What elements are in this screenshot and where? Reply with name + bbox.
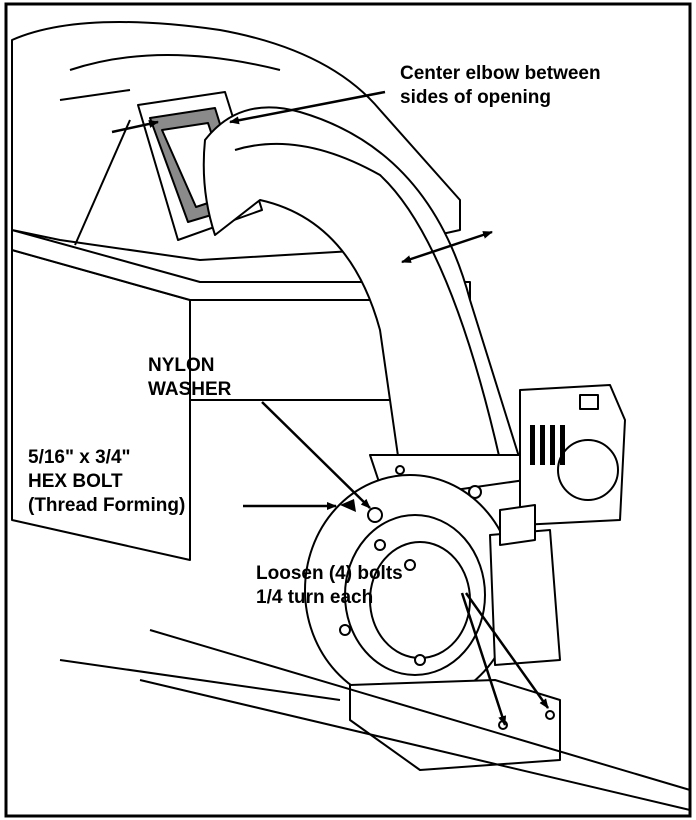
side-housing [489, 529, 561, 666]
diagram-frame [4, 2, 692, 818]
rails [59, 629, 691, 811]
washer-pointer [261, 401, 371, 509]
upper-bracket [499, 504, 536, 546]
elbow-center-arrow [229, 90, 386, 125]
loosen-pointer-left [460, 592, 507, 726]
opening-arrow [111, 120, 159, 134]
nylon-washer [367, 507, 383, 523]
elbow-callout-line2: sides of opening [400, 87, 551, 108]
bolt-heads [339, 465, 555, 730]
loosen-callout: Loosen (4) bolts 1/4 turn each [256, 562, 403, 610]
elbow-callout-line1: Center elbow between [400, 63, 601, 84]
bolt-callout-line2: HEX BOLT [28, 471, 123, 492]
hex-bolt [340, 499, 356, 512]
washer-callout: NYLON WASHER [148, 354, 231, 402]
bolt-callout-line3: (Thread Forming) [28, 495, 186, 516]
washer-callout-line1: NYLON [148, 355, 215, 376]
bolt-callout: 5/16" x 3/4" HEX BOLT (Thread Forming) [28, 446, 185, 518]
elbow-callout: Center elbow between sides of opening [400, 62, 601, 110]
engine-cap [557, 439, 619, 501]
washer-callout-line2: WASHER [148, 379, 232, 400]
loosen-callout-line2: 1/4 turn each [256, 587, 374, 608]
engine-grille [530, 425, 565, 465]
engine-plug [579, 394, 599, 410]
loosen-callout-line1: Loosen (4) bolts [256, 563, 403, 584]
bolt-callout-line1: 5/16" x 3/4" [28, 447, 131, 468]
base-plate [349, 679, 561, 771]
loosen-pointer-right [464, 592, 550, 709]
elbow-seam [234, 142, 501, 461]
elbow-slide-arrow [401, 230, 493, 264]
elbow-pipe [202, 106, 521, 471]
hood-contour [69, 54, 281, 71]
